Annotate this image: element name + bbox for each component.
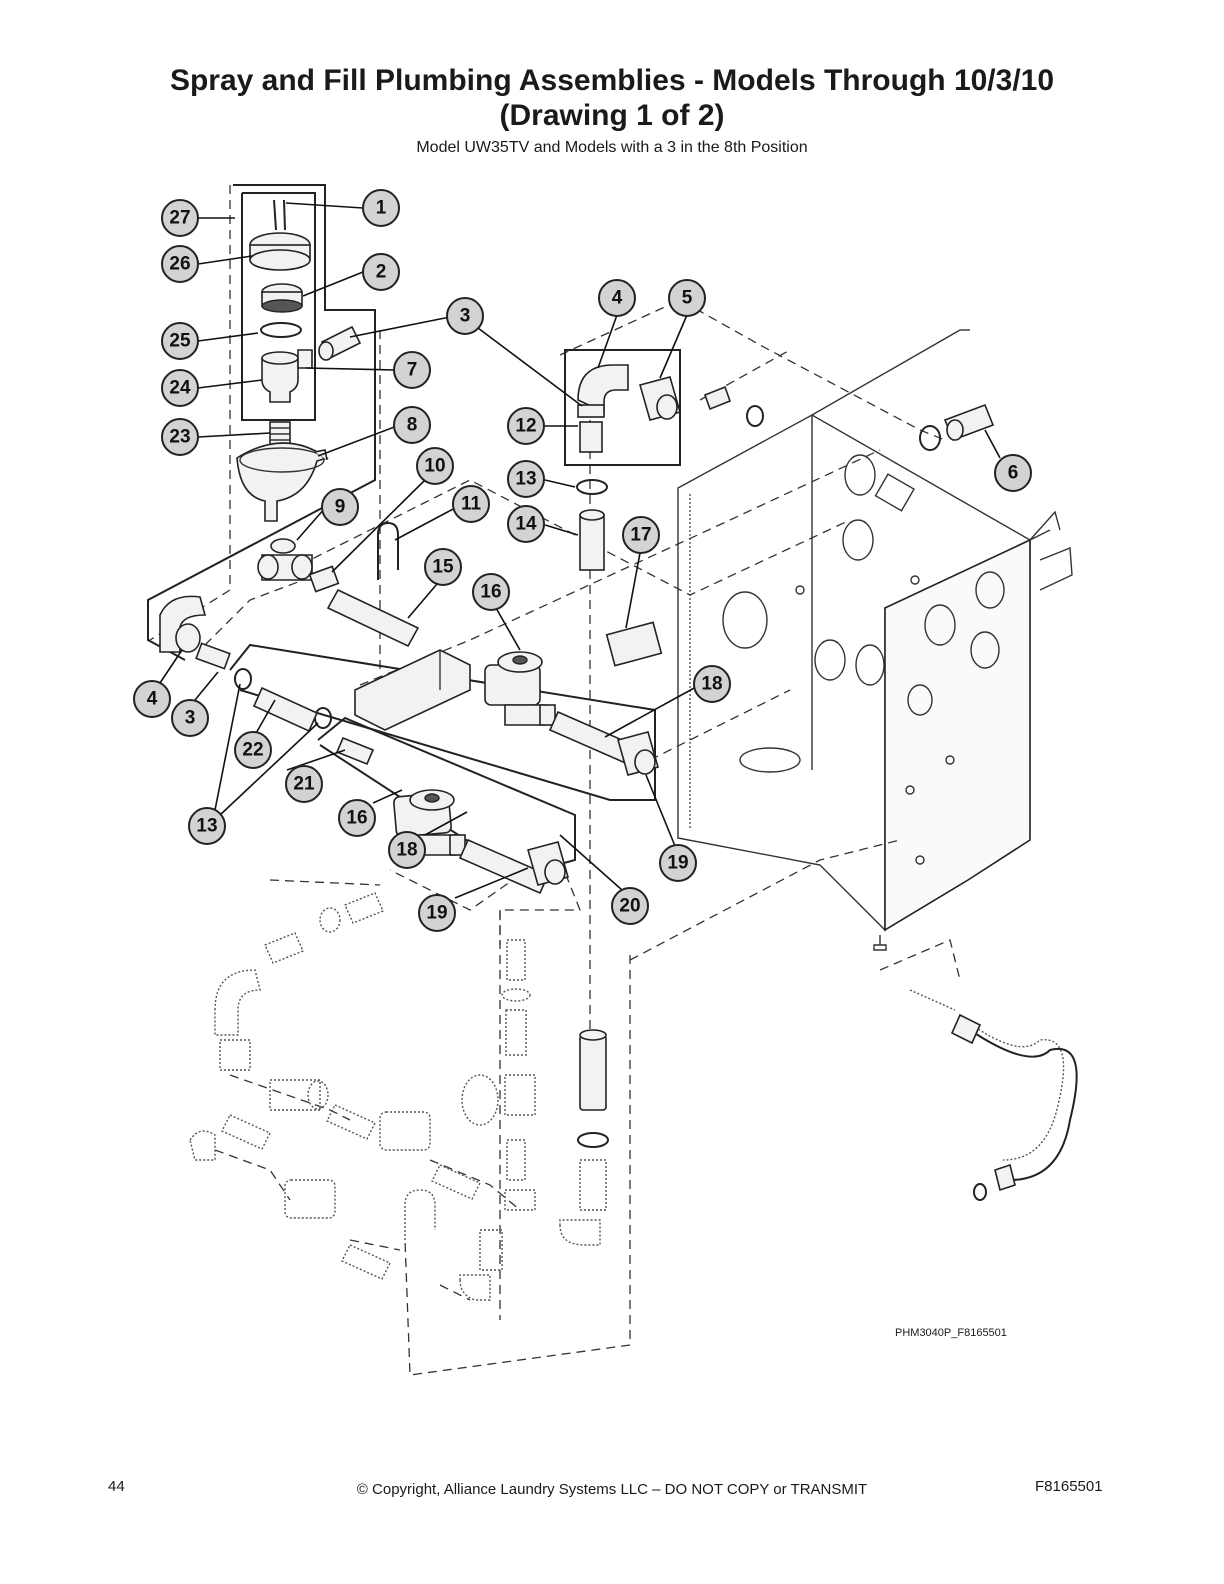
callout-11: 11 (452, 485, 490, 523)
callout-1-label: 1 (376, 198, 387, 219)
callout-bubbles: 1 2 3 4 5 6 7 8 9 10 11 12 13 14 15 16 1… (133, 189, 1032, 932)
callout-16-top-label: 16 (480, 582, 501, 603)
callout-27: 27 (161, 199, 199, 237)
callout-14-label: 14 (515, 514, 537, 535)
callout-19-top: 19 (659, 844, 697, 882)
callout-25-label: 25 (169, 331, 191, 352)
callout-1: 1 (362, 189, 400, 227)
callout-8-label: 8 (407, 415, 418, 436)
callout-13-left-label: 13 (196, 816, 217, 837)
vent-stack-parts (159, 199, 471, 766)
callout-6-label: 6 (1008, 463, 1019, 484)
callout-4-left-label: 4 (147, 689, 158, 710)
callout-7-label: 7 (407, 360, 418, 381)
callout-10-label: 10 (424, 456, 445, 477)
callout-24: 24 (161, 369, 199, 407)
callout-16-bottom: 16 (338, 799, 376, 837)
callout-9: 9 (321, 488, 359, 526)
solenoid-valves (393, 651, 640, 895)
callout-13-left: 13 (188, 807, 226, 845)
callout-24-label: 24 (169, 378, 191, 399)
callout-11-label: 11 (461, 494, 482, 515)
callout-2: 2 (362, 253, 400, 291)
callout-2-label: 2 (376, 262, 387, 283)
callout-6: 6 (994, 454, 1032, 492)
callout-16-bottom-label: 16 (346, 808, 367, 829)
callout-18-bottom-label: 18 (396, 840, 417, 861)
callout-9-label: 9 (335, 497, 346, 518)
phantom-assembly (189, 892, 1078, 1301)
callout-15: 15 (424, 548, 462, 586)
callout-8: 8 (393, 406, 431, 444)
page-number: 44 (108, 1478, 125, 1495)
callout-4-left: 4 (133, 680, 171, 718)
callout-4-top: 4 (598, 279, 636, 317)
callout-21-label: 21 (293, 774, 315, 795)
callout-22-label: 22 (242, 740, 263, 761)
callout-19-bottom-label: 19 (426, 903, 447, 924)
callout-5: 5 (668, 279, 706, 317)
callout-18-top-label: 18 (701, 674, 722, 695)
model-subtitle: Model UW35TV and Models with a 3 in the … (416, 139, 808, 156)
callout-5-label: 5 (682, 288, 693, 309)
callout-leaders (159, 202, 1001, 899)
callout-10: 10 (416, 447, 454, 485)
callout-4-top-label: 4 (612, 288, 623, 309)
callout-23: 23 (161, 418, 199, 456)
page-title: Spray and Fill Plumbing Assemblies - Mod… (169, 64, 1055, 97)
copyright-notice: © Copyright, Alliance Laundry Systems LL… (356, 1481, 868, 1498)
callout-26: 26 (161, 245, 199, 283)
flange-fittings (527, 376, 681, 886)
callout-13-top: 13 (507, 460, 545, 498)
callout-26-label: 26 (169, 254, 190, 275)
drawing-number-title: (Drawing 1 of 2) (499, 99, 725, 132)
center-elbow-assembly (576, 364, 995, 667)
callout-3-top: 3 (446, 297, 484, 335)
callout-17: 17 (622, 516, 660, 554)
callout-19-top-label: 19 (667, 853, 688, 874)
callout-3-left: 3 (171, 699, 209, 737)
callout-3-top-label: 3 (460, 306, 471, 327)
callout-17-label: 17 (630, 525, 651, 546)
callout-19-bottom: 19 (418, 894, 456, 932)
callout-27-label: 27 (169, 208, 190, 229)
callout-13-top-label: 13 (515, 469, 536, 490)
callout-25: 25 (161, 322, 199, 360)
callout-18-bottom: 18 (388, 831, 426, 869)
callout-12-label: 12 (515, 416, 536, 437)
drawing-reference: PHM3040P_F8165501 (895, 1327, 1007, 1339)
cabinet-frame (677, 329, 1073, 951)
callout-20: 20 (611, 887, 649, 925)
callout-21: 21 (285, 765, 323, 803)
callout-22: 22 (234, 731, 272, 769)
callout-15-label: 15 (432, 557, 454, 578)
callout-7: 7 (393, 351, 431, 389)
callout-14: 14 (507, 505, 545, 543)
callout-18-top: 18 (693, 665, 731, 703)
callout-3-left-label: 3 (185, 708, 196, 729)
callout-23-label: 23 (169, 427, 190, 448)
document-number: F8165501 (1035, 1478, 1103, 1495)
callout-12: 12 (507, 407, 545, 445)
callout-16-top: 16 (472, 573, 510, 611)
callout-20-label: 20 (619, 896, 640, 917)
